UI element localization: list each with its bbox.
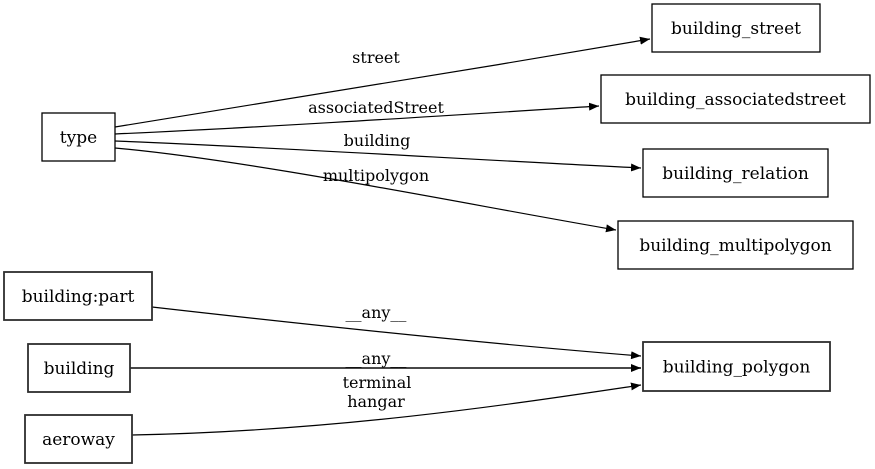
node-label: building <box>44 359 115 379</box>
edge-line <box>151 306 642 360</box>
node-box <box>642 148 829 198</box>
node-box <box>27 343 131 393</box>
node-box <box>24 414 133 464</box>
node-building-polygon: building_polygon <box>642 341 831 392</box>
node-building-part: building:part <box>3 271 153 321</box>
node-label: building:part <box>22 287 135 307</box>
node-building-relation: building_relation <box>642 148 829 198</box>
node-label: type <box>60 128 97 148</box>
edge-label: multipolygon <box>323 166 429 185</box>
edge-building-to-building-polygon: __any__ <box>130 349 641 372</box>
edge-label: hangar <box>347 392 405 411</box>
edge-type-to-building-relation: building <box>114 131 642 172</box>
edge-line <box>114 140 642 172</box>
edge-type-to-building-associatedstreet: associatedStreet <box>114 98 600 135</box>
node-building-multipolygon: building_multipolygon <box>617 220 854 270</box>
edge-label: __any__ <box>346 349 407 368</box>
edge-line <box>114 36 651 128</box>
edge-line <box>131 382 642 436</box>
node-box <box>3 271 153 321</box>
node-aeroway: aeroway <box>24 414 133 464</box>
node-building-associatedstreet: building_associatedstreet <box>600 74 871 124</box>
node-label: building_polygon <box>663 358 811 378</box>
node-label: building_relation <box>662 164 809 184</box>
edge-label: building <box>344 131 411 150</box>
edge-type-to-building-multipolygon: multipolygon <box>114 147 617 233</box>
edge-line <box>114 147 617 233</box>
node-type: type <box>41 112 116 162</box>
edge-line <box>114 102 600 135</box>
edge-label: __any__ <box>346 303 407 322</box>
node-label: building_associatedstreet <box>625 90 846 110</box>
edge-label: street <box>352 48 400 67</box>
node-box <box>600 74 871 124</box>
node-box <box>651 3 821 53</box>
node-box <box>642 341 831 392</box>
edge-label: associatedStreet <box>308 98 444 117</box>
node-label: building_multipolygon <box>639 236 831 256</box>
edge-type-to-building-street: street <box>114 36 651 128</box>
node-label: building_street <box>671 19 801 39</box>
edge-label: terminal <box>343 373 412 392</box>
node-building-street: building_street <box>651 3 821 53</box>
node-box <box>617 220 854 270</box>
node-label: aeroway <box>42 430 115 450</box>
edge-building-part-to-building-polygon: __any__ <box>151 303 642 360</box>
node-box <box>41 112 116 162</box>
node-building: building <box>27 343 131 393</box>
